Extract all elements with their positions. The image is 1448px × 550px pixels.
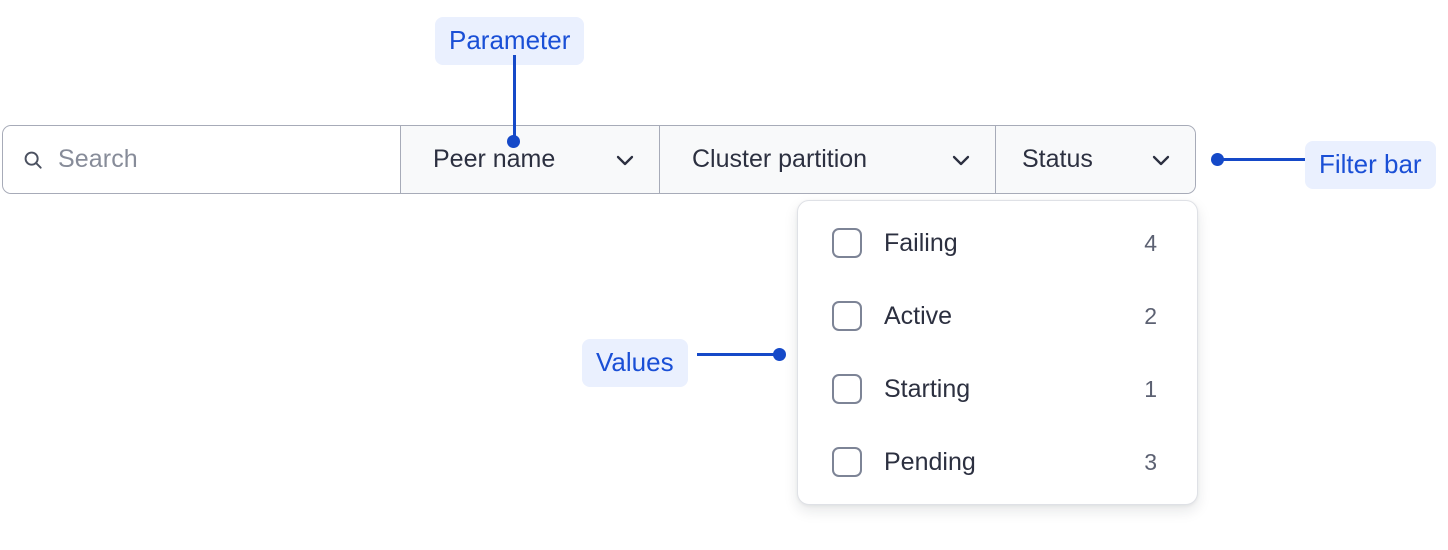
dropdown-option-label: Starting — [884, 374, 971, 403]
annotation-filter-bar: Filter bar — [1305, 141, 1436, 189]
filter-dropdown-label: Cluster partition — [692, 145, 868, 173]
search-icon — [24, 151, 42, 169]
dropdown-option-pending[interactable]: Pending 3 — [798, 442, 1197, 482]
dropdown-option-label: Active — [884, 301, 953, 330]
checkbox-pending[interactable] — [832, 447, 862, 477]
dropdown-option-failing[interactable]: Failing 4 — [798, 223, 1197, 263]
annotation-parameter-leader-dot — [507, 135, 520, 148]
dropdown-option-active[interactable]: Active 2 — [798, 296, 1197, 336]
annotation-values-leader-dot — [773, 348, 786, 361]
annotation-parameter-leader-line — [513, 55, 516, 141]
checkbox-starting[interactable] — [832, 374, 862, 404]
search-input[interactable]: Search — [3, 126, 401, 193]
filter-dropdown-cluster-partition[interactable]: Cluster partition — [660, 126, 996, 193]
filter-bar: Search Peer name Cluster partition Statu… — [2, 125, 1196, 194]
annotation-filter-bar-leader-line — [1220, 158, 1306, 161]
filter-dropdown-label: Status — [1022, 145, 1093, 173]
chevron-down-icon — [1152, 155, 1170, 165]
chevron-down-icon — [616, 155, 634, 165]
chevron-down-icon — [952, 155, 970, 165]
filter-dropdown-peer-name[interactable]: Peer name — [401, 126, 660, 193]
search-placeholder: Search — [58, 145, 138, 173]
checkbox-active[interactable] — [832, 301, 862, 331]
dropdown-option-count: 2 — [1144, 302, 1157, 329]
status-dropdown-panel: Failing 4 Active 2 Starting 1 Pending 3 — [797, 200, 1198, 505]
annotation-values-leader-line — [697, 353, 779, 356]
annotation-parameter: Parameter — [435, 17, 585, 65]
dropdown-option-starting[interactable]: Starting 1 — [798, 369, 1197, 409]
filter-dropdown-status[interactable]: Status — [996, 126, 1195, 193]
checkbox-failing[interactable] — [832, 228, 862, 258]
filter-dropdown-label: Peer name — [433, 145, 556, 173]
annotation-values: Values — [582, 339, 688, 387]
annotation-filter-bar-leader-dot — [1211, 153, 1224, 166]
dropdown-option-count: 1 — [1144, 375, 1157, 402]
dropdown-option-label: Failing — [884, 228, 958, 257]
dropdown-option-count: 3 — [1144, 448, 1157, 475]
dropdown-option-label: Pending — [884, 447, 976, 476]
dropdown-option-count: 4 — [1144, 229, 1157, 256]
